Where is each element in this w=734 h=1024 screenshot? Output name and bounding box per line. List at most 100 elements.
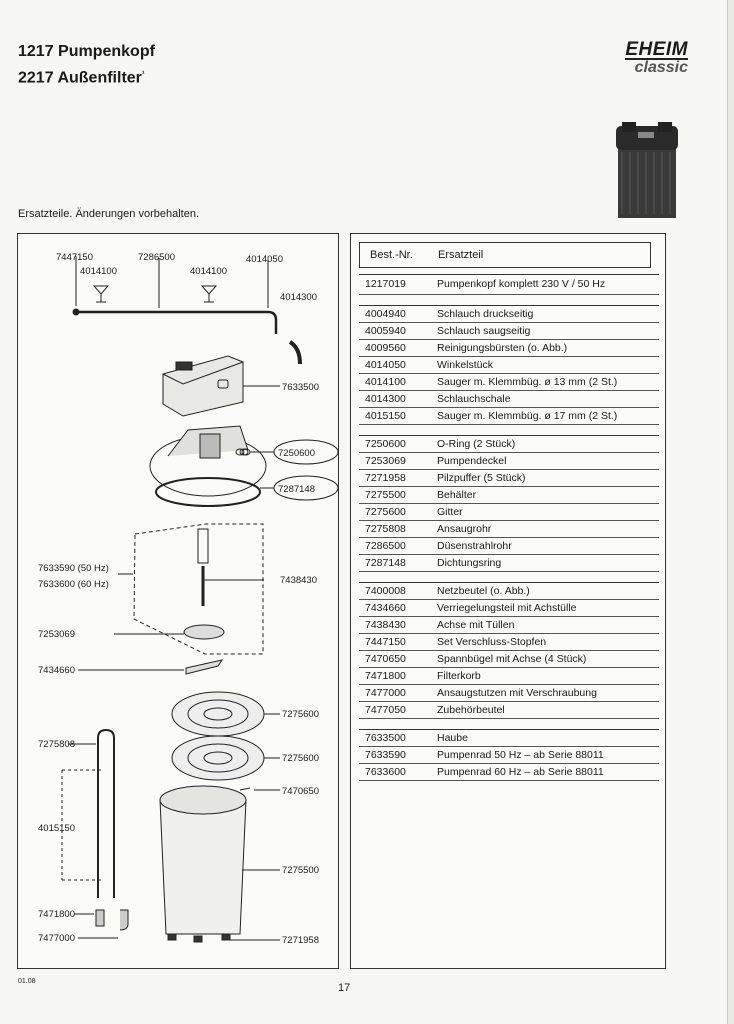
table-row: 7633600 Pumpenrad 60 Hz – ab Serie 88011: [359, 764, 659, 781]
label-4014100-a: 4014100: [80, 266, 117, 277]
parts-table-header: Best.-Nr. Ersatzteil: [359, 242, 651, 268]
part-number: 4004940: [365, 308, 406, 320]
parts-drawing: 7447150 4014100 7286500 4014100 4014050 …: [38, 252, 338, 946]
label-7633590: 7633590 (50 Hz): [38, 563, 109, 574]
label-7633500: 7633500: [282, 382, 319, 393]
part-description: Pumpenrad 60 Hz – ab Serie 88011: [437, 766, 604, 778]
part-description: Zubehörbeutel: [437, 704, 505, 716]
grid-drawing-2: [171, 735, 265, 781]
impeller-drawing: [197, 528, 209, 564]
page-title-line1: 1217 Pumpenkopf: [18, 43, 155, 60]
parts-group: 7400008 Netzbeutel (o. Abb.) 7434660 Verrie…: [359, 582, 659, 719]
label-7438430: 7438430: [280, 575, 317, 586]
part-number: 7633500: [365, 732, 406, 744]
part-description: Pumpendeckel: [437, 455, 507, 467]
part-description: Pilzpuffer (5 Stück): [437, 472, 526, 484]
part-description: Achse mit Tüllen: [437, 619, 515, 631]
part-description: Schlauchschale: [437, 393, 511, 405]
part-description: Ansaugstutzen mit Verschraubung: [437, 687, 597, 699]
table-row: 7271958 Pilzpuffer (5 Stück): [359, 470, 659, 487]
label-4015150: 4015150: [38, 823, 75, 834]
label-7447150: 7447150: [56, 252, 93, 263]
part-number: 4014050: [365, 359, 406, 371]
part-description: Behälter: [437, 489, 477, 501]
label-4014050: 4014050: [246, 254, 283, 265]
plug-drawing: [72, 308, 80, 316]
part-description: Sauger m. Klemmbüg. ø 13 mm (2 St.): [437, 376, 618, 388]
page-number: 17: [338, 982, 351, 994]
part-number: 7250600: [365, 438, 406, 450]
label-7633600: 7633600 (60 Hz): [38, 579, 109, 590]
exploded-parts-diagram: 7447150 4014100 7286500 4014100 4014050 …: [17, 233, 339, 969]
part-number: 4014300: [365, 393, 406, 405]
part-number: 7287148: [365, 557, 406, 569]
part-number: 7434660: [365, 602, 406, 614]
table-row: 4004940 Schlauch druckseitig: [359, 306, 659, 323]
part-number: 7275600: [365, 506, 406, 518]
part-description: Netzbeutel (o. Abb.): [437, 585, 530, 597]
filter-basket-drawing: [95, 909, 105, 927]
sucker-drawing-2: [200, 285, 218, 303]
part-number: 7275500: [365, 489, 406, 501]
label-7275600-a: 7275600: [282, 709, 319, 720]
table-row: 7286500 Düsenstrahlrohr: [359, 538, 659, 555]
footer-date: 01.08: [18, 978, 36, 985]
table-row: 7275500 Behälter: [359, 487, 659, 504]
part-description: Ansaugrohr: [437, 523, 492, 535]
part-description: Schlauch druckseitig: [437, 308, 534, 320]
part-number: 7271958: [365, 472, 406, 484]
part-number: 4014100: [365, 376, 406, 388]
table-row: 4014050 Winkelstück: [359, 357, 659, 374]
part-number: 7438430: [365, 619, 406, 631]
label-7434660: 7434660: [38, 665, 75, 676]
label-4014300: 4014300: [280, 292, 317, 303]
part-number: 7447150: [365, 636, 406, 648]
part-number: 7400008: [365, 585, 406, 597]
part-description: Verriegelungsteil mit Achstülle: [437, 602, 577, 614]
page-edge: [727, 0, 734, 1024]
table-row: 7253069 Pumpendeckel: [359, 453, 659, 470]
label-7287148: 7287148: [278, 484, 315, 495]
brand-logo-top: EHEIM: [625, 39, 688, 60]
part-number: 7286500: [365, 540, 406, 552]
part-number: 7253069: [365, 455, 406, 467]
title-footnote-mark: ¹: [141, 69, 145, 78]
brand-logo: EHEIM classic: [592, 39, 688, 76]
brand-logo-bottom: classic: [634, 59, 688, 76]
part-description: Düsenstrahlrohr: [437, 540, 512, 552]
label-7250600: 7250600: [278, 448, 315, 459]
label-7286500: 7286500: [138, 252, 175, 263]
part-description: Winkelstück: [437, 359, 494, 371]
pump-cover-drawing: [183, 624, 225, 640]
table-row: 7434660 Verriegelungsteil mit Achstülle: [359, 600, 659, 617]
grid-drawing-1: [171, 691, 265, 737]
part-number: 7633600: [365, 766, 406, 778]
table-row: 7275600 Gitter: [359, 504, 659, 521]
part-description: Dichtungsring: [437, 557, 502, 569]
part-description: Schlauch saugseitig: [437, 325, 531, 337]
part-description: Pumpenrad 50 Hz – ab Serie 88011: [437, 749, 604, 761]
part-description: Pumpenkopf komplett 230 V / 50 Hz: [437, 278, 606, 290]
table-row: 7400008 Netzbeutel (o. Abb.): [359, 583, 659, 600]
part-description: Gitter: [437, 506, 463, 518]
label-7470650: 7470650: [282, 786, 319, 797]
label-7275600-b: 7275600: [282, 753, 319, 764]
label-7477000: 7477000: [38, 933, 75, 944]
page-title-line2: 2217 Außenfilter¹: [18, 64, 145, 88]
container-drawing: [159, 799, 247, 935]
part-number: 7470650: [365, 653, 406, 665]
hood-drawing: [162, 355, 244, 417]
